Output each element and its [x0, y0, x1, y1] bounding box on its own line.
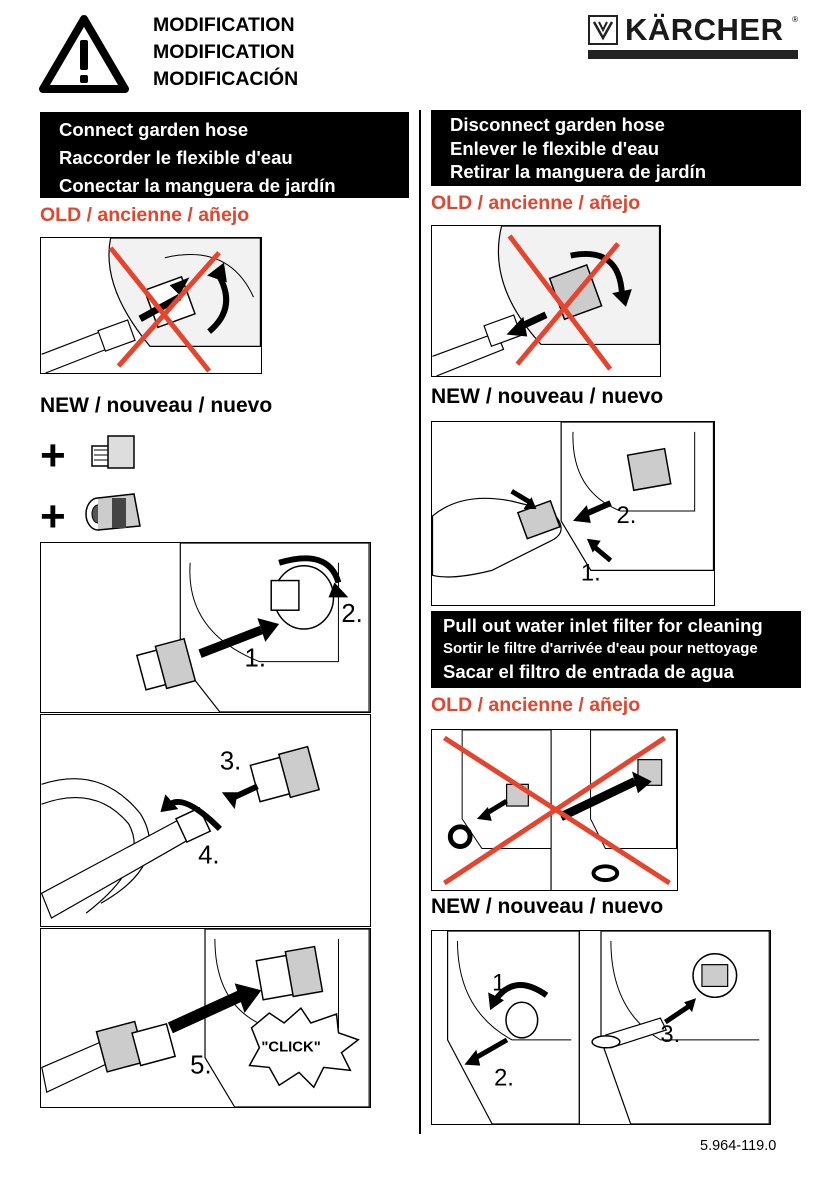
old-label-left: OLD / ancienne / añejo [40, 204, 250, 226]
old-connect-drawing [41, 238, 261, 373]
karcher-logo: KÄRCHER ® [588, 12, 798, 63]
step-1-label-right: 1. [581, 560, 601, 586]
new-filter-drawing: 1. 2. 3. [446, 931, 770, 1124]
brand-emblem-icon [588, 15, 618, 45]
step-3-label: 3. [220, 747, 241, 775]
filter-step-3-label: 3. [660, 1021, 680, 1048]
column-divider [419, 110, 421, 1134]
plus-icon: + [40, 492, 66, 541]
step-2-label: 2. [341, 600, 362, 628]
new-disconnect-drawing: 2. 1. [432, 422, 714, 586]
step-1-label: 1. [245, 645, 266, 673]
title-es: MODIFICACIÓN [153, 68, 299, 90]
old-connect-illustration [40, 237, 262, 374]
click-label: "CLICK" [261, 1040, 320, 1056]
step-2-label-right: 2. [617, 503, 637, 529]
filter-step-1-label: 1. [492, 969, 512, 996]
box-line: Sacar el filtro de entrada de agua [443, 661, 734, 682]
old-filter-drawing [443, 730, 677, 890]
step-4-label: 4. [198, 842, 219, 870]
filter-step-2-label: 2. [494, 1064, 514, 1091]
step-3-4-drawing: 3. 4. [41, 745, 321, 919]
box-line: Sortir le filtre d'arrivée d'eau pour ne… [443, 640, 758, 657]
adapter-part-icon [91, 435, 135, 469]
box-line: Conectar la manguera de jardín [59, 175, 336, 196]
new-disconnect-illustration: 2. 1. [431, 421, 715, 606]
quick-coupling-part-icon [85, 493, 141, 531]
brand-name: KÄRCHER [625, 12, 784, 47]
connect-hose-box: Connect garden hose Raccorder le flexibl… [40, 112, 409, 198]
new-filter-illustration: 1. 2. 3. [431, 930, 771, 1125]
step-1-2-illustration: 1. 2. [40, 542, 371, 713]
document-code: 5.964-119.0 [700, 1138, 777, 1154]
step-5-illustration: "CLICK" 5. [40, 928, 371, 1108]
new-label-right-2: NEW / nouveau / nuevo [431, 895, 664, 918]
brand-bar [588, 50, 798, 59]
disconnect-hose-box: Disconnect garden hose Enlever le flexib… [431, 110, 801, 186]
modification-titles: MODIFICATION MODIFICATION MODIFICACIÓN [153, 12, 298, 93]
old-filter-illustration [431, 729, 678, 891]
box-line: Retirar la manguera de jardín [450, 161, 707, 182]
new-label-right-1: NEW / nouveau / nuevo [431, 385, 664, 408]
box-line: Connect garden hose [59, 119, 249, 140]
step-1-2-drawing: 1. 2. [135, 543, 370, 712]
box-line: Pull out water inlet filter for cleaning [443, 615, 763, 636]
inlet-filter-box: Pull out water inlet filter for cleaning… [431, 611, 801, 688]
old-label-right-1: OLD / ancienne / añejo [431, 192, 641, 214]
title-en: MODIFICATION [153, 14, 295, 36]
new-label-left: NEW / nouveau / nuevo [40, 394, 273, 417]
box-line: Disconnect garden hose [450, 114, 665, 135]
title-fr: MODIFICATION [153, 41, 295, 63]
old-disconnect-drawing [432, 226, 660, 376]
step-5-label: 5. [190, 1051, 211, 1079]
plus-icon: + [40, 431, 66, 480]
step-3-4-illustration: 3. 4. [40, 714, 371, 927]
old-disconnect-illustration [431, 225, 661, 377]
box-line: Enlever le flexible d'eau [450, 137, 660, 159]
step-5-drawing: "CLICK" 5. [41, 929, 370, 1107]
old-label-right-2: OLD / ancienne / añejo [431, 694, 641, 716]
box-line: Raccorder le flexible d'eau [59, 147, 293, 168]
warning-icon [39, 15, 129, 93]
brand-reg: ® [792, 15, 798, 24]
